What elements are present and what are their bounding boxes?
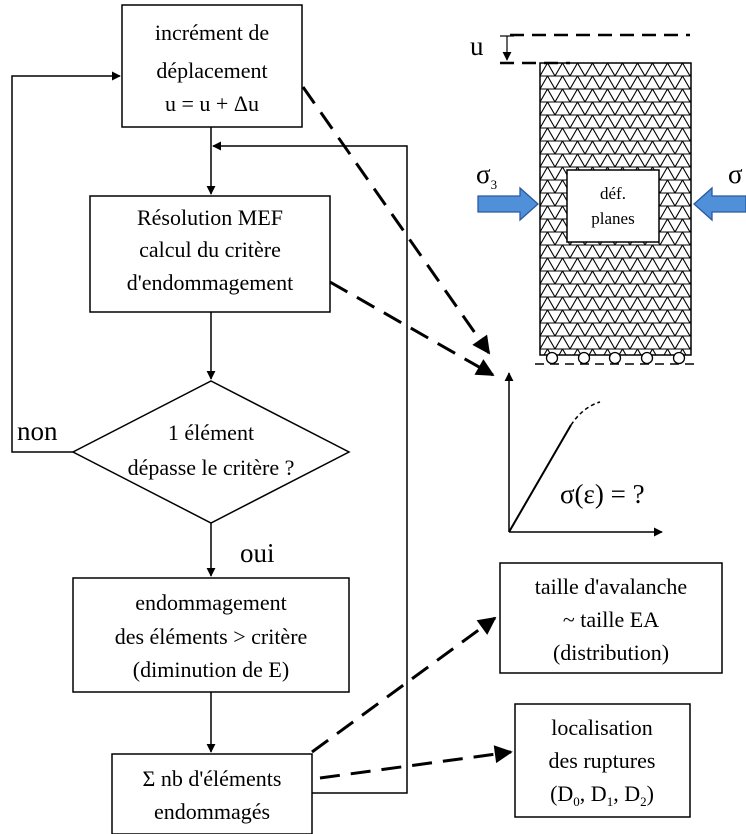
resolution-line-3: d'endommagement (127, 270, 293, 295)
avalanche-line-3: (distribution) (553, 640, 669, 665)
displacement-label: u (470, 31, 484, 61)
left-stress-arrow (477, 186, 539, 222)
link-count-to-localisation (319, 745, 513, 780)
increment-line-2: déplacement (156, 58, 267, 83)
curve-label: σ(ε) = ? (560, 479, 645, 509)
left-stress-label: σ3 (476, 159, 497, 192)
localisation-line-1: localisation (551, 715, 652, 740)
plane-strain-box (566, 169, 660, 243)
damage-line-3: (diminution de E) (133, 657, 289, 682)
localisation-box: localisation des ruptures (D0, D1, D2) (514, 703, 691, 818)
damage-line-1: endommagement (135, 590, 287, 615)
resolution-line-2: calcul du critère (139, 237, 281, 262)
damage-box: endommagement des éléments > critère (di… (72, 577, 350, 693)
right-stress-label: σ (728, 159, 743, 189)
bottom-rollers (545, 351, 686, 365)
increment-line-1: incrément de (155, 20, 269, 45)
resolution-box: Résolution MEF calcul du critère d'endom… (89, 195, 331, 313)
plane-strain-line-2: planes (591, 209, 634, 228)
linear-curve (508, 424, 572, 533)
stress-strain-plot: σ(ε) = ? (504, 372, 663, 537)
count-line-2: endommagés (154, 799, 270, 824)
specimen: u déf. planes σ3 σ (470, 31, 746, 365)
avalanche-line-2: ~ taille EA (563, 607, 659, 632)
localisation-line-3: (D0, D1, D2) (550, 781, 654, 809)
avalanche-line-1: taille d'avalanche (535, 574, 687, 599)
right-stress-arrow (693, 186, 746, 222)
decision-line-1: 1 élément (168, 420, 254, 445)
count-line-1: Σ nb d'éléments (143, 766, 282, 791)
yes-label: oui (240, 538, 275, 568)
decision-line-2: dépasse le critère ? (128, 455, 295, 480)
decision-diamond: 1 élément dépasse le critère ? (71, 380, 351, 524)
resolution-line-1: Résolution MEF (137, 205, 283, 230)
connector-count-loop (212, 141, 408, 794)
dashed-links (301, 86, 513, 780)
increment-line-3: u = u + Δu (165, 91, 259, 116)
link-increment-to-curve (301, 86, 491, 355)
link-count-to-avalanche (311, 616, 497, 754)
plane-strain-line-1: déf. (600, 184, 626, 203)
connector-no-loop (11, 71, 121, 453)
localisation-line-2: des ruptures (549, 748, 656, 773)
damage-line-2: des éléments > critère (115, 624, 308, 649)
count-box: Σ nb d'éléments endommagés (111, 753, 313, 834)
link-resolution-to-curve (329, 280, 495, 377)
no-label: non (17, 416, 58, 446)
increment-box: incrément de déplacement u = u + Δu (121, 4, 303, 128)
nonlinear-curve (570, 401, 601, 426)
avalanche-box: taille d'avalanche ~ taille EA (distribu… (499, 562, 723, 674)
flow-connectors (11, 71, 408, 794)
